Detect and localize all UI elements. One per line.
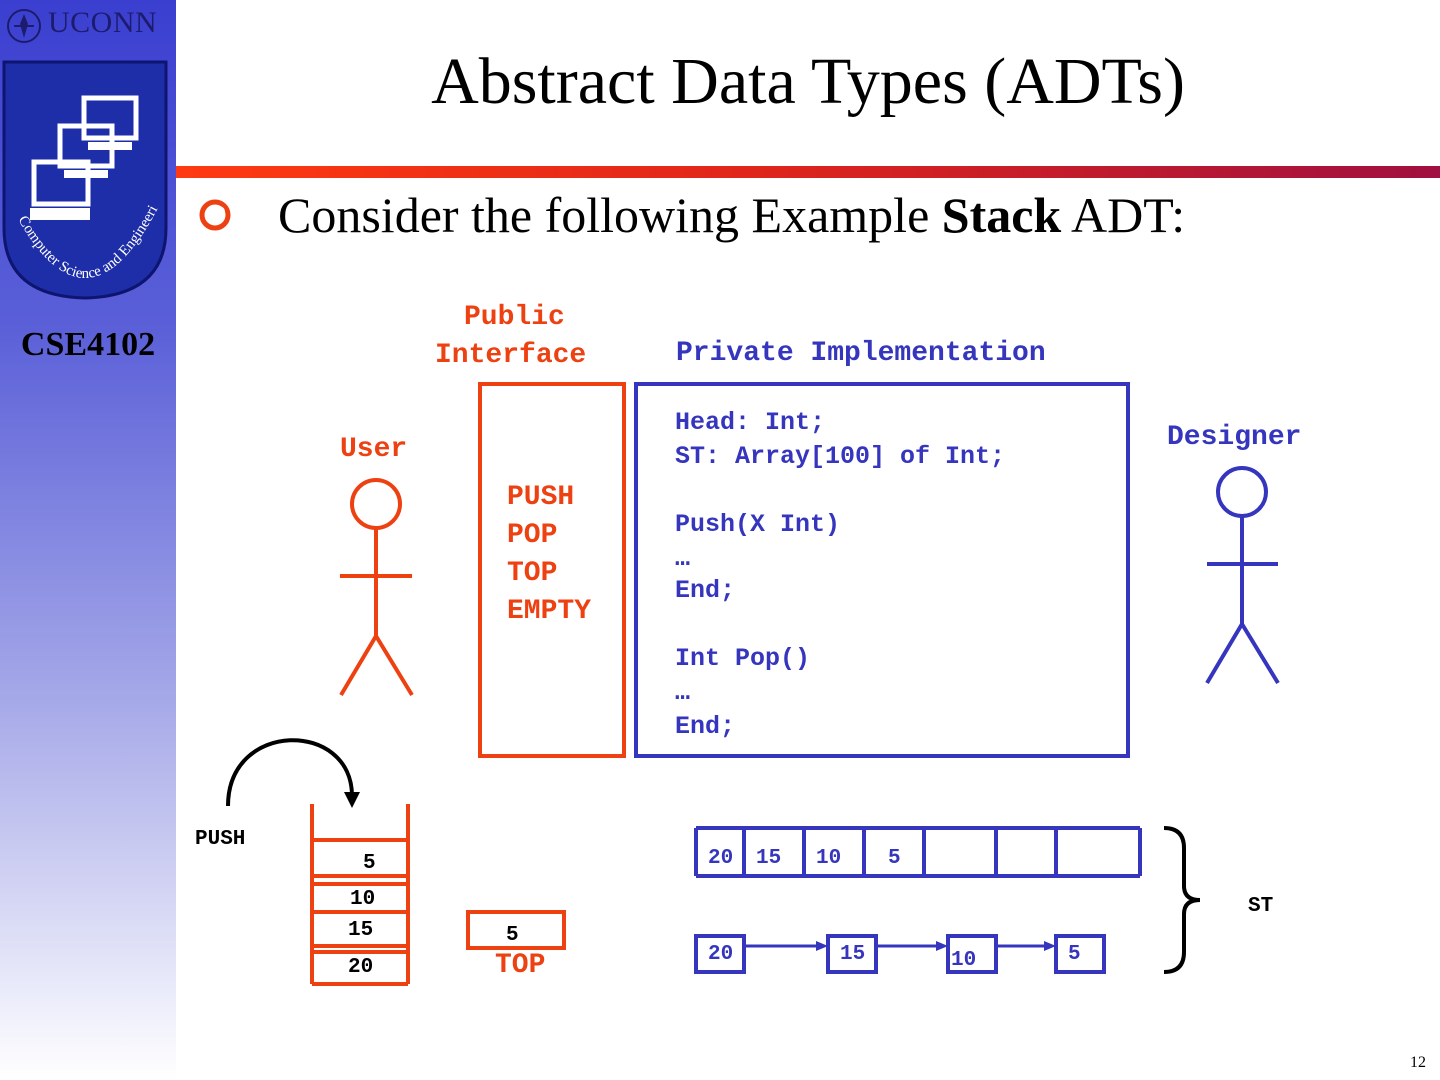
slide-title: Abstract Data Types (ADTs) bbox=[431, 45, 1185, 118]
array-cells bbox=[694, 826, 1142, 878]
user-figure-icon bbox=[339, 478, 414, 697]
public-label-line1: Public bbox=[464, 302, 565, 333]
stack-cell-value: 10 bbox=[350, 888, 376, 911]
push-arrow-icon bbox=[226, 738, 360, 808]
university-brand: UCONN bbox=[48, 6, 158, 39]
operation-push: PUSH bbox=[507, 482, 575, 513]
stack-cell-value: 5 bbox=[363, 852, 376, 875]
brace-icon bbox=[1163, 826, 1201, 974]
code-line-4: Push(X Int) bbox=[675, 510, 841, 539]
operation-pop: POP bbox=[507, 520, 558, 551]
private-label: Private Implementation bbox=[676, 338, 1046, 369]
course-code: CSE4102 bbox=[20, 326, 156, 363]
top-label: TOP bbox=[495, 950, 546, 981]
bullet-bold-term: Stack bbox=[941, 187, 1062, 243]
list-node-value: 15 bbox=[840, 943, 866, 966]
array-cell-value: 5 bbox=[888, 847, 901, 870]
array-cell-value: 20 bbox=[708, 847, 734, 870]
code-line-2: ST: Array[100] of Int; bbox=[675, 442, 1006, 471]
list-node-value: 5 bbox=[1068, 943, 1081, 966]
top-register-box bbox=[466, 910, 566, 950]
bullet-suffix: ADT: bbox=[1061, 187, 1186, 243]
st-label: ST bbox=[1248, 895, 1274, 918]
code-line-8: Int Pop() bbox=[675, 644, 811, 673]
bullet-text: Consider the following Example Stack ADT… bbox=[278, 186, 1185, 244]
public-label-line2: Interface bbox=[435, 340, 587, 371]
university-seal-icon bbox=[7, 9, 41, 43]
user-label: User bbox=[340, 434, 408, 465]
bullet-circle-icon bbox=[199, 199, 231, 231]
code-line-9: … bbox=[675, 678, 691, 707]
code-line-1: Head: Int; bbox=[675, 408, 826, 437]
stack-container bbox=[310, 804, 410, 986]
push-label: PUSH bbox=[195, 828, 246, 851]
designer-label: Designer bbox=[1167, 422, 1302, 453]
private-implementation-box bbox=[634, 382, 1130, 758]
array-cell-value: 15 bbox=[756, 847, 782, 870]
operation-top: TOP bbox=[507, 558, 558, 589]
department-logo-icon: Computer Science and Engineering bbox=[0, 58, 168, 300]
code-line-10: End; bbox=[675, 712, 736, 741]
designer-figure-icon bbox=[1205, 466, 1280, 685]
list-node-value: 10 bbox=[951, 949, 977, 972]
title-divider bbox=[176, 166, 1440, 178]
list-node-value: 20 bbox=[708, 943, 734, 966]
code-line-6: End; bbox=[675, 576, 736, 605]
sidebar: UCONN Computer Science and Engineering C… bbox=[0, 0, 176, 1080]
bullet-prefix: Consider the following Example bbox=[278, 187, 942, 243]
stack-cell-value: 15 bbox=[348, 919, 374, 942]
array-cell-value: 10 bbox=[816, 847, 842, 870]
operation-empty: EMPTY bbox=[507, 596, 592, 627]
public-interface-box bbox=[478, 382, 626, 758]
top-register-value: 5 bbox=[506, 924, 519, 947]
code-line-5: … bbox=[675, 544, 691, 573]
page-number: 12 bbox=[1410, 1054, 1426, 1071]
linked-list-nodes bbox=[694, 934, 1106, 974]
stack-cell-value: 20 bbox=[348, 956, 374, 979]
linked-list-arrows bbox=[744, 941, 1056, 951]
